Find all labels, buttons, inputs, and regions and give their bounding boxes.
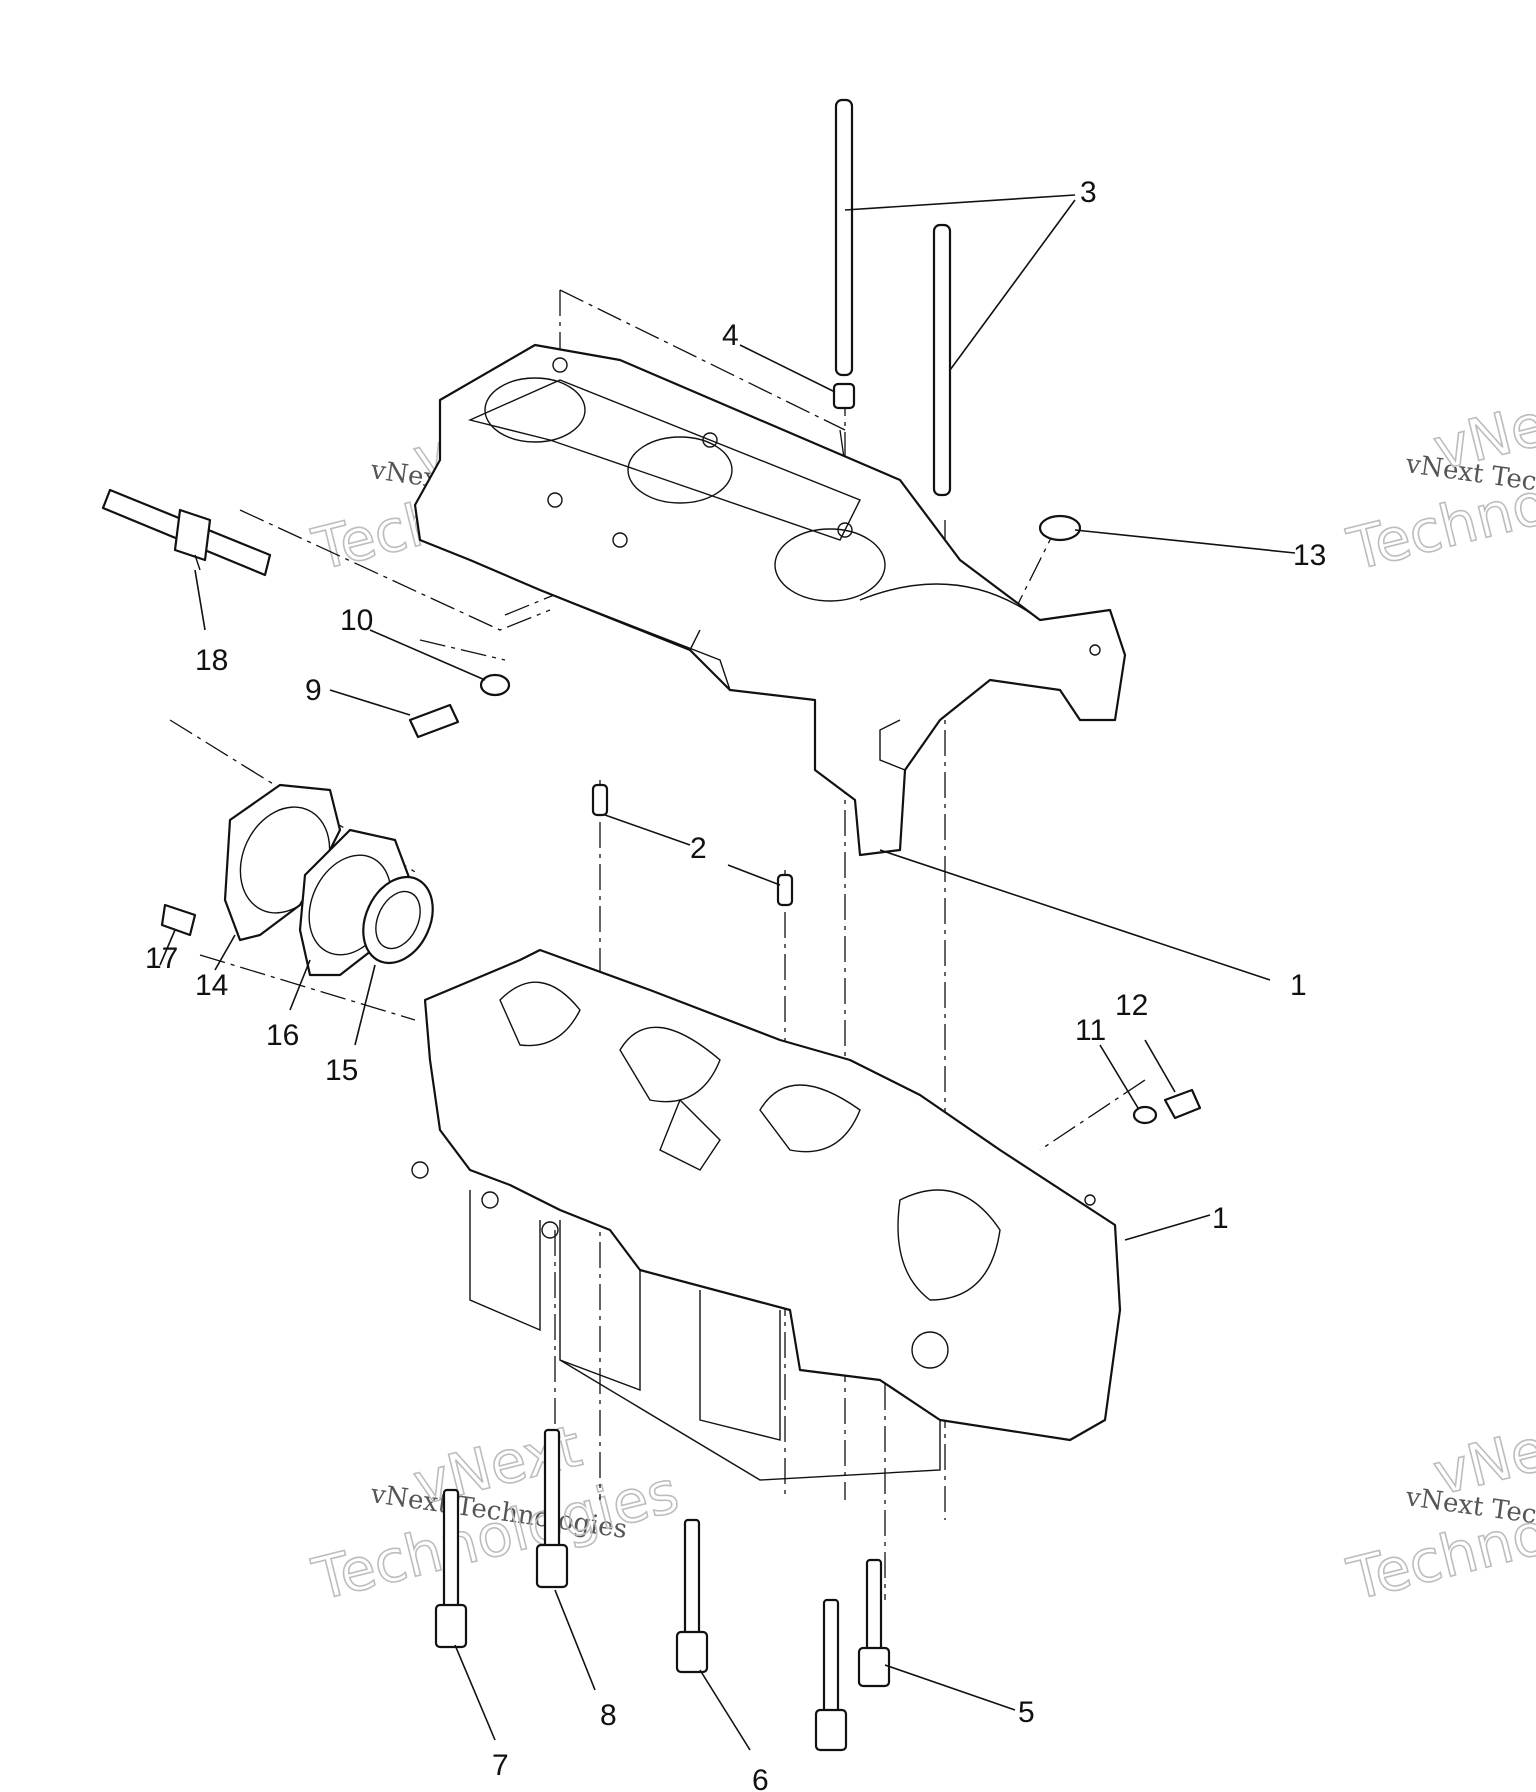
callout-9: 9 bbox=[305, 674, 322, 707]
callout-1: 1 bbox=[1212, 1202, 1229, 1235]
callout-15: 15 bbox=[325, 1054, 358, 1087]
watermark-bottom-left: vNext Technologies Technologies vNext bbox=[305, 1411, 686, 1615]
callout-18: 18 bbox=[195, 644, 228, 677]
callout-13: 13 bbox=[1293, 539, 1326, 572]
bolt-6b bbox=[814, 1598, 848, 1752]
bolt-7 bbox=[434, 1488, 468, 1649]
plug-13 bbox=[1038, 514, 1082, 542]
callout-5: 5 bbox=[1018, 1696, 1035, 1729]
callout-11: 11 bbox=[1075, 1014, 1106, 1047]
watermark-text: vNext bbox=[1427, 1402, 1536, 1509]
callout-2: 2 bbox=[690, 832, 707, 865]
long-studs bbox=[834, 98, 952, 497]
callout-17: 17 bbox=[145, 942, 178, 975]
washer-10 bbox=[479, 673, 511, 697]
seal-15 bbox=[362, 875, 434, 965]
pipe-fitting bbox=[101, 488, 272, 577]
bolt-8 bbox=[535, 1428, 569, 1589]
callout-10: 10 bbox=[340, 604, 373, 637]
callout-16: 16 bbox=[266, 1019, 299, 1052]
watermark-bottom-right: vNext Technologies Technologies vNext bbox=[1340, 1401, 1536, 1615]
bolt-6 bbox=[675, 1518, 709, 1674]
callout-14: 14 bbox=[195, 969, 228, 1002]
leader-lines bbox=[159, 194, 1296, 1751]
dowel-pins bbox=[591, 783, 794, 907]
callout-7: 7 bbox=[492, 1749, 509, 1782]
fitting-9 bbox=[408, 703, 460, 739]
crankcase-lower bbox=[411, 948, 1122, 1481]
bolt-5 bbox=[857, 1558, 891, 1688]
callout-3: 3 bbox=[1080, 176, 1097, 209]
callout-8: 8 bbox=[600, 1699, 617, 1732]
crankcase-upper bbox=[413, 343, 1127, 857]
washer-11 bbox=[1132, 1105, 1158, 1125]
watermark-top-right: vNext Technologies Technologies vNext bbox=[1340, 376, 1536, 585]
callout-4: 4 bbox=[722, 319, 739, 352]
callout-6: 6 bbox=[752, 1764, 769, 1792]
screw-12 bbox=[1163, 1088, 1202, 1120]
pin-17 bbox=[160, 903, 197, 937]
callout-1: 1 bbox=[1290, 969, 1307, 1002]
sleeve bbox=[832, 382, 856, 410]
callout-12: 12 bbox=[1115, 989, 1148, 1022]
callouts: 1 1 2 3 4 5 6 7 8 9 10 11 12 13 14 15 16… bbox=[145, 176, 1326, 1792]
